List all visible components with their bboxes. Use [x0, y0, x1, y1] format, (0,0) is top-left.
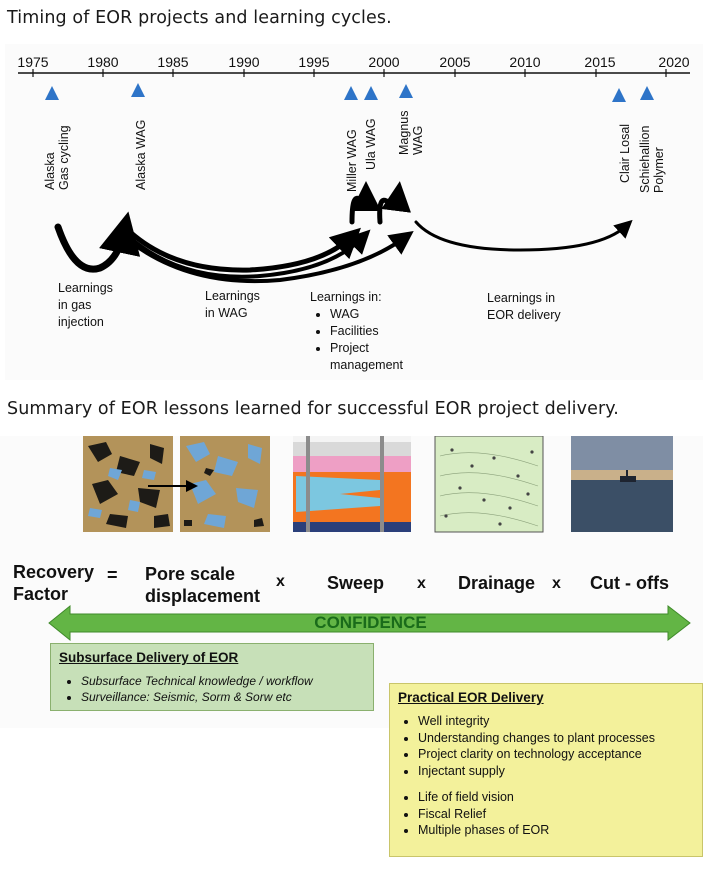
equation-times: x	[276, 573, 285, 590]
marker-magnus	[399, 84, 413, 98]
pore-image-after	[180, 436, 270, 532]
project-label: Ula WAG	[364, 118, 378, 170]
list-item: Well integrity	[418, 713, 694, 730]
learning-arrows	[54, 181, 633, 284]
list-item: Understanding changes to plant processes	[418, 730, 694, 747]
arrow-miller-loop	[349, 181, 381, 225]
list-item: Project clarity on technology acceptance	[418, 746, 694, 763]
project-markers	[45, 83, 654, 102]
drainage-map-image	[434, 436, 544, 533]
list-item: Multiple phases of EOR	[418, 822, 694, 839]
timeline-heading: Timing of EOR projects and learning cycl…	[7, 8, 392, 28]
sweep-image	[293, 436, 411, 532]
marker-schiehallion	[640, 86, 654, 100]
marker-alaska-wag	[131, 83, 145, 97]
offshore-platform-image	[571, 436, 673, 532]
marker-clair	[612, 88, 626, 102]
year-label: 2010	[509, 54, 541, 70]
arrow-wag-to-miller-1	[127, 227, 361, 273]
arrow-ula-loop	[377, 181, 412, 225]
illustration-row	[83, 436, 673, 533]
subsurface-box: Subsurface Delivery of EOR Subsurface Te…	[50, 643, 374, 711]
year-label: 1995	[298, 54, 330, 70]
list-item: Life of field vision	[418, 789, 694, 806]
equation-times: x	[417, 575, 426, 592]
arrow-gas-to-wag	[54, 211, 141, 273]
year-label: 1985	[157, 54, 189, 70]
marker-ula	[364, 86, 378, 100]
subsurface-title: Subsurface Delivery of EOR	[59, 650, 239, 665]
learnings-in: Learnings in: WAG Facilities Project man…	[310, 289, 403, 374]
equation-equals: =	[107, 565, 118, 585]
list-item: Subsurface Technical knowledge / workflo…	[81, 673, 365, 689]
confidence-arrow	[48, 604, 691, 642]
year-label: 2000	[368, 54, 400, 70]
project-label: Alaska WAG	[134, 119, 148, 190]
equation-term-cutoffs: Cut - offs	[590, 573, 669, 593]
practical-title: Practical EOR Delivery	[398, 690, 544, 705]
year-label: 1975	[17, 54, 49, 70]
year-label: 2020	[658, 54, 690, 70]
list-item: Injectant supply	[418, 763, 694, 780]
year-label: 2015	[584, 54, 616, 70]
equation-term-sweep: Sweep	[327, 573, 385, 593]
practical-box: Practical EOR Delivery Well integrity Un…	[389, 683, 703, 857]
project-label: Miller WAG	[345, 129, 359, 192]
project-label: Clair Losal	[618, 123, 632, 183]
list-item: Surveillance: Seismic, Sorm & Sorw etc	[81, 689, 365, 705]
timeline-graphic	[18, 69, 690, 284]
arrow-wag-to-magnus	[126, 230, 414, 284]
equation-times: x	[552, 575, 561, 592]
summary-heading: Summary of EOR lessons learned for succe…	[7, 399, 619, 419]
marker-alaska-gas	[45, 86, 59, 100]
axis-ticks	[32, 69, 667, 77]
year-label: 1980	[87, 54, 119, 70]
confidence-label: CONFIDENCE	[314, 613, 427, 632]
year-label: 2005	[439, 54, 471, 70]
marker-miller	[344, 86, 358, 100]
arrow-to-delivery	[414, 219, 633, 252]
pore-image-before	[83, 436, 173, 532]
list-item: Fiscal Relief	[418, 806, 694, 823]
year-label: 1990	[228, 54, 260, 70]
equation-term-drainage: Drainage	[458, 573, 536, 593]
